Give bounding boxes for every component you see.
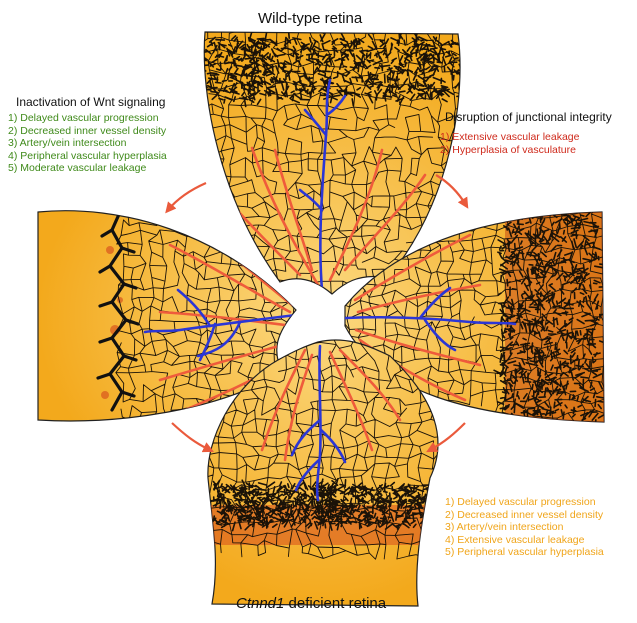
wnt-effect-item: 3) Artery/vein intersection [8,137,167,150]
ctnnd1-effect-item: 3) Artery/vein intersection [445,521,604,534]
junctional-effect-item: 1) Extensive vascular leakage [440,131,580,144]
wild-type-title: Wild-type retina [258,10,362,27]
ctnnd1-effect-item: 4) Extensive vascular leakage [445,534,604,547]
ctnnd1-title: Ctnnd1 deficient retina [236,595,386,612]
junctional-effects-list: 1) Extensive vascular leakage 2) Hyperpl… [440,131,580,156]
wnt-effect-item: 4) Peripheral vascular hyperplasia [8,150,167,163]
ctnnd1-effects-list: 1) Delayed vascular progression 2) Decre… [445,496,604,559]
ctnnd1-gene-name: Ctnnd1 [236,595,284,612]
junctional-heading: Disruption of junctional integrity [445,110,612,124]
wnt-effect-item: 1) Delayed vascular progression [8,112,167,125]
ctnnd1-effect-item: 5) Peripheral vascular hyperplasia [445,546,604,559]
arrow-to-ctnnd1-petal-left [172,423,210,450]
wnt-effect-item: 2) Decreased inner vessel density [8,125,167,138]
wnt-effect-item: 5) Moderate vascular leakage [8,162,167,175]
wnt-effects-list: 1) Delayed vascular progression 2) Decre… [8,112,167,175]
ctnnd1-effect-item: 1) Delayed vascular progression [445,496,604,509]
ctnnd1-title-suffix: deficient retina [284,595,386,612]
arrow-to-wnt-petal [168,183,206,210]
wnt-heading: Inactivation of Wnt signaling [16,95,165,109]
ctnnd1-effect-item: 2) Decreased inner vessel density [445,509,604,522]
junctional-effect-item: 2) Hyperplasia of vasculature [440,144,580,157]
